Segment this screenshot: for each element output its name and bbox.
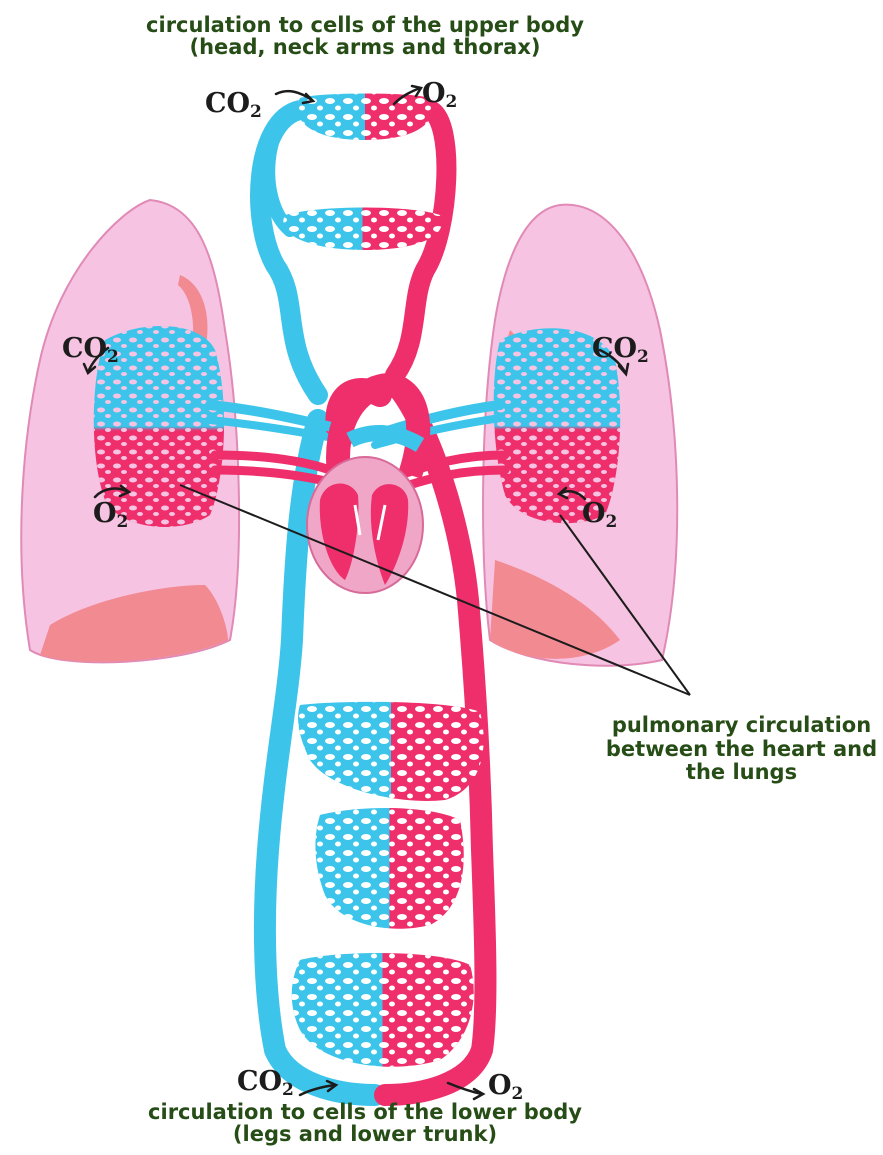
lower-caption-line-1: circulation to cells of the lower body <box>100 1101 630 1123</box>
upper-capillary-bed <box>283 94 442 251</box>
pulmonary-caption: pulmonary circulation between the heart … <box>600 714 883 785</box>
co2-label-left-lung: CO2 <box>62 333 119 367</box>
o2-label-left-lung: O2 <box>93 498 128 532</box>
lower-capillary-bed <box>292 702 484 1067</box>
o2-label-right-lung: O2 <box>582 498 617 532</box>
o2-label-upper: O2 <box>422 78 457 112</box>
upper-caption-line-2: (head, neck arms and thorax) <box>100 36 630 58</box>
o2-label-lower: O2 <box>488 1070 523 1104</box>
lower-body-caption: circulation to cells of the lower body (… <box>100 1101 630 1145</box>
upper-caption-line-1: circulation to cells of the upper body <box>100 14 630 36</box>
co2-label-upper: CO2 <box>205 88 262 122</box>
lower-caption-line-2: (legs and lower trunk) <box>100 1123 630 1145</box>
pulmonary-caption-line-2: between the heart and <box>600 738 883 762</box>
systemic-vessels <box>260 110 485 1095</box>
pulmonary-caption-line-3: the lungs <box>600 761 883 785</box>
upper-body-caption: circulation to cells of the upper body (… <box>100 14 630 58</box>
co2-label-right-lung: CO2 <box>592 333 649 367</box>
co2-label-lower: CO2 <box>237 1066 294 1100</box>
pulmonary-caption-line-1: pulmonary circulation <box>600 714 883 738</box>
